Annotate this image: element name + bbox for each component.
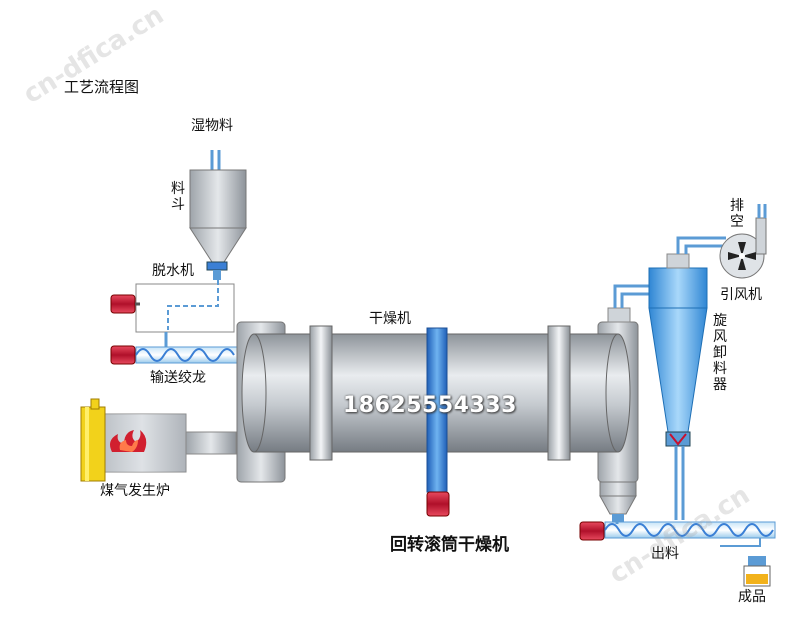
hopper-label: 料斗 xyxy=(171,181,185,213)
cyclone-label: 旋风卸料器 xyxy=(713,313,727,393)
product-label: 成品 xyxy=(738,589,766,605)
hopper xyxy=(189,169,247,280)
induced-fan-label: 引风机 xyxy=(720,287,762,303)
cyclone-separator xyxy=(648,253,708,520)
feed-screw-conveyor xyxy=(110,332,243,365)
rotary-drum-dryer xyxy=(236,321,639,517)
induced-draft-fan xyxy=(676,204,767,279)
machine-name-label: 回转滚筒干燥机 xyxy=(390,535,509,555)
dewatering-label: 脱水机 xyxy=(152,263,194,279)
discharge-screw-conveyor xyxy=(579,521,776,547)
dewatering-machine xyxy=(110,280,235,333)
phone-number-overlay: 18625554333 xyxy=(343,393,517,418)
wet-material-label: 湿物料 xyxy=(191,118,233,134)
discharge-label: 出料 xyxy=(651,546,679,562)
wet-material-feed-pipe xyxy=(210,150,221,172)
dryer-label: 干燥机 xyxy=(369,311,411,327)
product-container xyxy=(743,556,771,587)
gas-generator-label: 煤气发生炉 xyxy=(100,483,170,499)
exhaust-duct xyxy=(607,284,650,323)
screw-conveyor-label: 输送绞龙 xyxy=(150,370,206,386)
gas-generator xyxy=(80,398,237,482)
exhaust-label: 排空 xyxy=(730,198,744,230)
discharge-hood xyxy=(599,481,637,524)
diagram-title: 工艺流程图 xyxy=(64,78,140,96)
